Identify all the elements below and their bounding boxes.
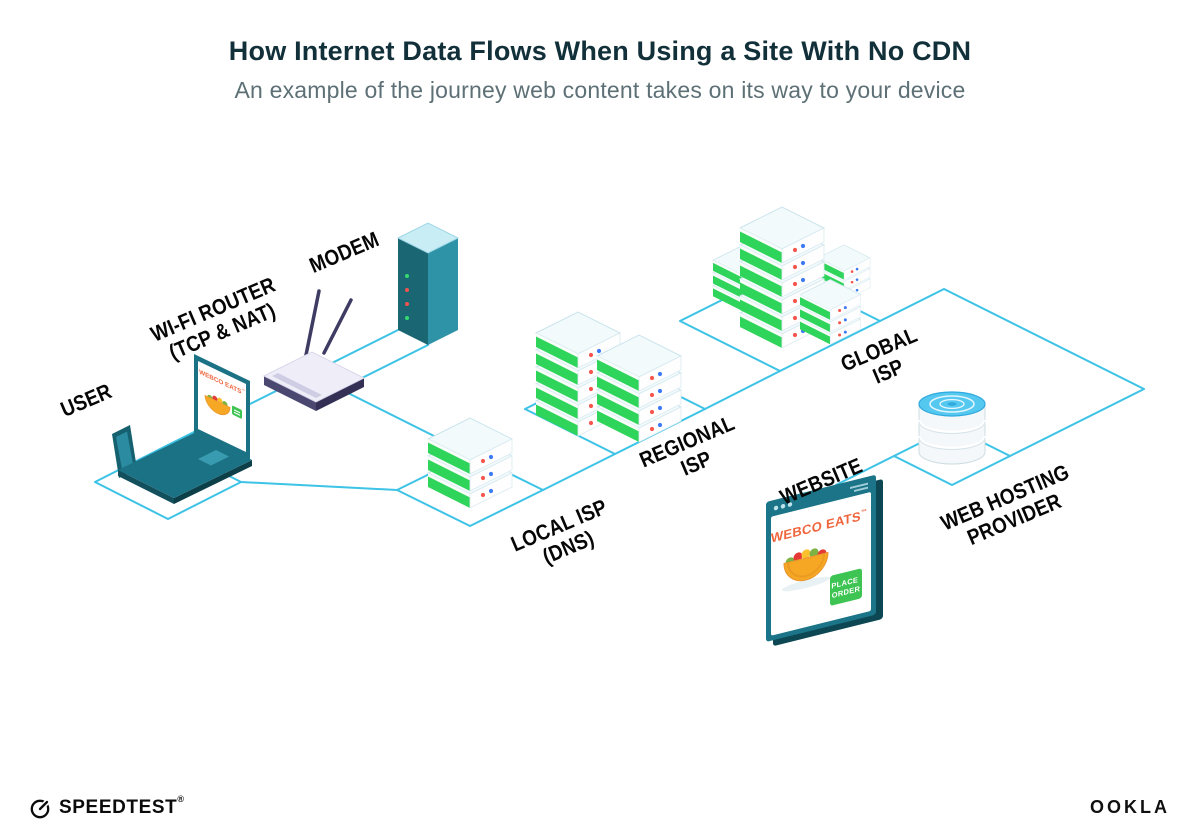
laptop-trackpad xyxy=(198,450,229,466)
global-isp-servers xyxy=(712,206,871,349)
modem-led xyxy=(405,302,409,306)
modem-side-face xyxy=(428,238,458,345)
local-isp-servers xyxy=(427,417,513,509)
window-dot xyxy=(787,502,793,507)
label-modem: MODEM xyxy=(306,228,382,278)
place-order-button xyxy=(830,568,862,606)
user-laptop: WEBCO EATS™ xyxy=(112,354,252,504)
line-hosting-to-website xyxy=(835,455,895,486)
router-antenna xyxy=(304,289,321,357)
speedtest-gauge-icon xyxy=(28,796,52,820)
ookla-logo: OOKLA xyxy=(1090,797,1170,818)
window-dot xyxy=(773,505,779,511)
laptop-base xyxy=(118,432,252,498)
website-window: WEBCO EATS™ PLACE ORDER xyxy=(766,475,883,646)
ookla-wordmark: OOKLA xyxy=(1090,797,1170,817)
modem xyxy=(396,222,460,345)
label-wifi-router: WI-FI ROUTER(TCP & NAT) xyxy=(148,273,289,368)
header: How Internet Data Flows When Using a Sit… xyxy=(0,36,1200,104)
router-body xyxy=(262,351,366,403)
router-stripe xyxy=(272,373,322,398)
line-regional-to-global xyxy=(704,370,781,410)
page-title: How Internet Data Flows When Using a Sit… xyxy=(228,36,972,66)
taco-graphic xyxy=(782,548,830,592)
window-menu-line xyxy=(850,482,868,490)
line-user-to-local-isp xyxy=(240,481,398,491)
speedtest-logo: SPEEDTEST® xyxy=(28,794,185,820)
modem-led xyxy=(405,316,409,320)
label-user: USER xyxy=(57,380,115,422)
web-hosting-database xyxy=(917,391,987,465)
laptop-base-edge xyxy=(174,460,252,504)
phone-screen xyxy=(116,431,133,470)
modem-front-face xyxy=(398,238,428,345)
line-local-to-regional xyxy=(542,453,616,491)
modem-led xyxy=(405,288,409,292)
router-front-edge xyxy=(316,378,364,411)
window-dot xyxy=(780,503,786,509)
modem-top-face xyxy=(396,222,460,254)
router-front-edge xyxy=(264,376,316,411)
registered-mark: ® xyxy=(177,794,185,804)
label-web-hosting: WEB HOSTINGPROVIDER xyxy=(938,461,1082,558)
modem-led xyxy=(405,274,409,278)
router-antenna xyxy=(322,298,353,355)
wifi-router xyxy=(262,289,366,411)
line-global-to-hosting xyxy=(879,288,1145,457)
laptop-base-edge xyxy=(118,470,174,504)
page-subtitle: An example of the journey web content ta… xyxy=(234,77,966,103)
window-menu-line xyxy=(854,486,868,493)
regional-isp-servers xyxy=(535,311,682,443)
speedtest-wordmark: SPEEDTEST® xyxy=(59,794,185,818)
laptop-taco-graphic xyxy=(204,394,231,416)
label-local-isp: LOCAL ISP(DNS) xyxy=(508,496,620,579)
